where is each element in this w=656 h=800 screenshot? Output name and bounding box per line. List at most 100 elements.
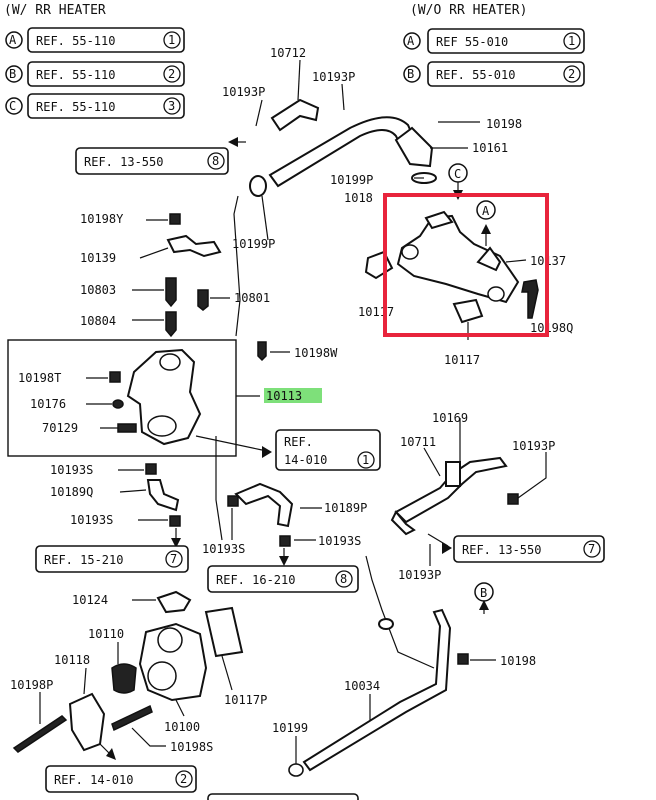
water-inlet-10118 — [68, 692, 106, 752]
label-10117-a: 10117 — [358, 305, 394, 319]
legend-right-b[interactable]: B REF. 55-010 2 — [403, 61, 585, 87]
label-10161: 10161 — [472, 141, 508, 155]
svg-text:2: 2 — [168, 67, 175, 81]
svg-text:REF. 55-110: REF. 55-110 — [36, 34, 115, 48]
svg-text:REF 55-010: REF 55-010 — [436, 35, 508, 49]
svg-text:REF. 16-210: REF. 16-210 — [216, 573, 295, 587]
clamp-10193s-c — [227, 495, 239, 507]
svg-text:A: A — [482, 204, 490, 218]
pipe-end-10711 — [390, 510, 416, 536]
clamp-10193p-c — [507, 493, 519, 505]
bolt-10198q — [521, 279, 539, 319]
clamp-10169 — [445, 461, 461, 487]
svg-text:REF. 55-110: REF. 55-110 — [36, 100, 115, 114]
svg-text:REF. 14-010: REF. 14-010 — [54, 773, 133, 787]
svg-text:1: 1 — [362, 453, 369, 467]
svg-text:A: A — [407, 34, 415, 48]
ref-14-010-mid[interactable]: REF. 14-010 1 — [275, 429, 381, 471]
callout-b[interactable]: B — [474, 582, 494, 602]
svg-text:3: 3 — [168, 99, 175, 113]
label-10198s: 10198S — [170, 740, 213, 754]
label-10139: 10139 — [80, 251, 116, 265]
clamp-10193s-a — [145, 463, 157, 475]
label-10169: 10169 — [432, 411, 468, 425]
label-10189q: 10189Q — [50, 485, 93, 499]
svg-text:REF. 15-210: REF. 15-210 — [44, 553, 123, 567]
label-10199p-b: 10199P — [232, 237, 275, 251]
ref-13-550-right[interactable]: REF. 13-550 7 — [453, 535, 605, 563]
svg-text:14-010: 14-010 — [284, 453, 327, 467]
label-10034: 10034 — [344, 679, 380, 693]
label-10803: 10803 — [80, 283, 116, 297]
o-ring-10199 — [288, 763, 304, 777]
legend-right-a[interactable]: A REF 55-010 1 — [403, 28, 585, 54]
svg-text:C: C — [454, 167, 461, 181]
thermostat-10110 — [111, 663, 137, 694]
clamp-10193s-d — [279, 535, 291, 547]
label-10198: 10198 — [500, 654, 536, 668]
svg-text:REF. 13-550: REF. 13-550 — [84, 155, 163, 169]
svg-text:7: 7 — [588, 542, 595, 556]
plug-10198t — [109, 371, 121, 383]
gasket-10124 — [156, 590, 192, 614]
ref-13-550-top[interactable]: REF. 13-550 8 — [75, 147, 229, 175]
ref-16-210[interactable]: REF. 16-210 8 — [207, 565, 359, 593]
label-70129: 70129 — [42, 421, 78, 435]
svg-text:REF.: REF. — [284, 435, 313, 449]
label-10193p-b: 10193P — [222, 85, 265, 99]
label-10193s-b: 10193S — [70, 513, 113, 527]
label-10113-highlight — [264, 388, 322, 403]
highlight-box — [383, 193, 549, 337]
water-pump-10100 — [138, 622, 208, 702]
label-10110: 10110 — [88, 627, 124, 641]
label-10712: 10712 — [270, 46, 306, 60]
svg-text:1: 1 — [168, 33, 175, 47]
svg-text:B: B — [407, 67, 414, 81]
svg-text:B: B — [9, 67, 16, 81]
bolt-10198s — [111, 704, 153, 732]
callout-a[interactable]: A — [476, 200, 496, 220]
svg-text:REF. 55-110: REF. 55-110 — [36, 68, 115, 82]
svg-text:C: C — [9, 99, 16, 113]
label-10198-top: 10198 — [486, 117, 522, 131]
ref-14-010-bottom[interactable]: REF. 14-010 2 — [45, 765, 197, 793]
gasket-10199p — [249, 175, 267, 197]
bolt-70129 — [117, 423, 137, 433]
label-10124: 10124 — [72, 593, 108, 607]
thermostat-housing-10113 — [126, 348, 202, 446]
svg-text:2: 2 — [180, 772, 187, 786]
hose-10712 — [270, 98, 320, 132]
sensor-10804 — [165, 311, 177, 338]
sensor-10803 — [165, 277, 177, 308]
label-10193s-c: 10193S — [202, 542, 245, 556]
svg-text:B: B — [480, 586, 487, 600]
ref-cut-off-bottom — [207, 793, 359, 800]
legend-left-c[interactable]: C REF. 55-110 3 — [5, 93, 185, 119]
label-10804: 10804 — [80, 314, 116, 328]
label-10198q: 10198Q — [530, 321, 573, 335]
label-10176: 10176 — [30, 397, 66, 411]
label-10193p-d: 10193P — [398, 568, 441, 582]
legend-left-b[interactable]: B REF. 55-110 2 — [5, 61, 185, 87]
pipe-fitting-10034 — [378, 618, 394, 630]
label-10118: 10118 — [54, 653, 90, 667]
svg-text:8: 8 — [340, 572, 347, 586]
legend-left-a[interactable]: A REF. 55-110 1 — [5, 27, 185, 53]
svg-text:A: A — [9, 33, 17, 47]
label-10193s-d: 10193S — [318, 534, 361, 548]
callout-c[interactable]: C — [448, 163, 468, 183]
bolt-10198-lower — [457, 653, 469, 665]
pipe-end-10161 — [394, 126, 434, 168]
sensor-10801 — [197, 289, 209, 311]
label-10198w: 10198W — [294, 346, 338, 360]
label-10199: 10199 — [272, 721, 308, 735]
label-10198p: 10198P — [10, 678, 53, 692]
water-outlet-fitting-10137 — [396, 210, 520, 304]
header-with-rr-heater: (W/ RR HEATER — [4, 3, 106, 18]
label-10193p-c: 10193P — [512, 439, 555, 453]
label-10193s-a: 10193S — [50, 463, 93, 477]
label-10113: 10113 — [266, 389, 302, 403]
ref-15-210-left[interactable]: REF. 15-210 7 — [35, 545, 189, 573]
label-1018: 1018 — [344, 191, 373, 205]
